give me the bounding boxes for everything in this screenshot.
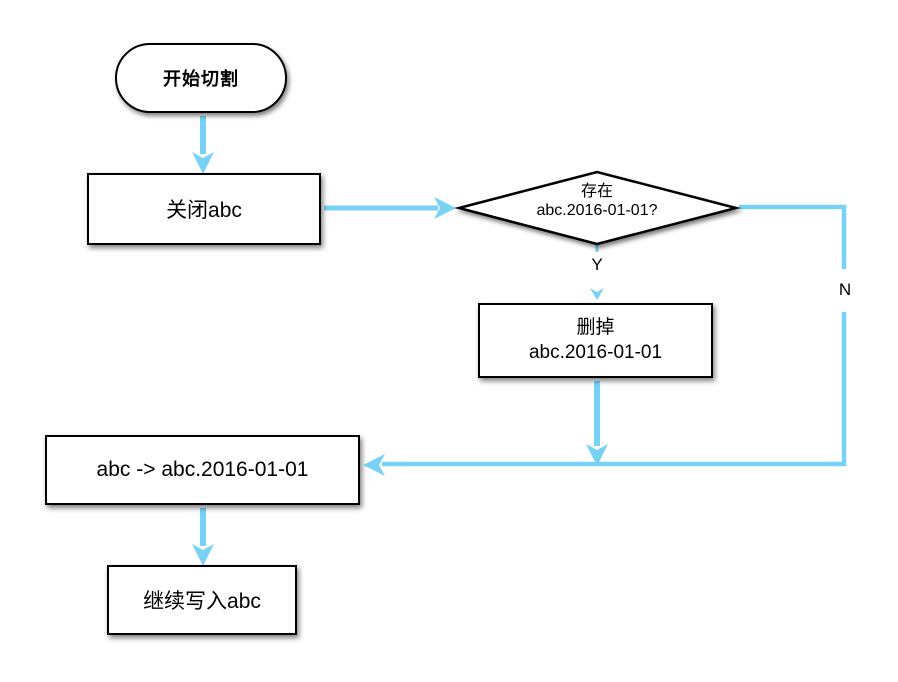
- node-delete-label: 删掉 abc.2016-01-01: [529, 316, 662, 365]
- node-continue-label: 继续写入abc: [143, 590, 261, 613]
- node-delete: 删掉 abc.2016-01-01: [478, 303, 713, 378]
- branch-label-no: N: [832, 279, 858, 301]
- decision-line1: 存在: [580, 183, 613, 200]
- node-close-abc-label: 关闭abc: [166, 199, 242, 222]
- branch-label-yes: Y: [585, 254, 609, 276]
- node-decision-label: 存在 abc.2016-01-01?: [477, 182, 717, 220]
- decision-line2: abc.2016-01-01?: [536, 202, 658, 219]
- node-decision-shape: [454, 170, 741, 246]
- edge-rename-to-continue: [192, 508, 214, 566]
- node-start: 开始切割: [115, 43, 287, 113]
- edge-delete-to-junction: [586, 381, 608, 466]
- node-start-label: 开始切割: [163, 69, 239, 89]
- edge-close-to-decision: [324, 197, 456, 219]
- edge-decision-no: [363, 204, 847, 476]
- delete-line1: 删掉: [576, 316, 615, 338]
- node-close-abc: 关闭abc: [87, 173, 321, 245]
- delete-line2: abc.2016-01-01: [528, 341, 663, 363]
- edge-decision-yes: [590, 245, 604, 300]
- node-continue: 继续写入abc: [107, 565, 297, 635]
- node-rename-label: abc -> abc.2016-01-01: [96, 458, 309, 481]
- edge-start-to-close: [192, 116, 214, 174]
- node-rename: abc -> abc.2016-01-01: [45, 435, 360, 505]
